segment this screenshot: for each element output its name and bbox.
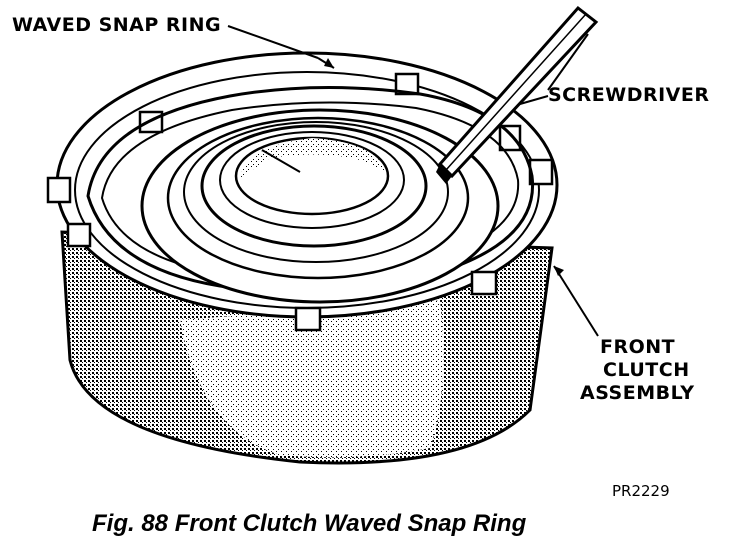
figure-code: PR2229 (612, 482, 670, 500)
screwdriver-label: SCREWDRIVER (548, 84, 710, 106)
front-label: FRONT (600, 336, 676, 358)
clutch-label: CLUTCH (603, 359, 690, 381)
leader-lines (227, 25, 599, 337)
waved-snap-ring-label: WAVED SNAP RING (12, 14, 222, 36)
clutch-pack (140, 108, 500, 304)
figure-caption: Fig. 88 Front Clutch Waved Snap Ring (92, 510, 527, 537)
screwdriver (436, 5, 599, 184)
assembly-label: ASSEMBLY (580, 382, 695, 404)
